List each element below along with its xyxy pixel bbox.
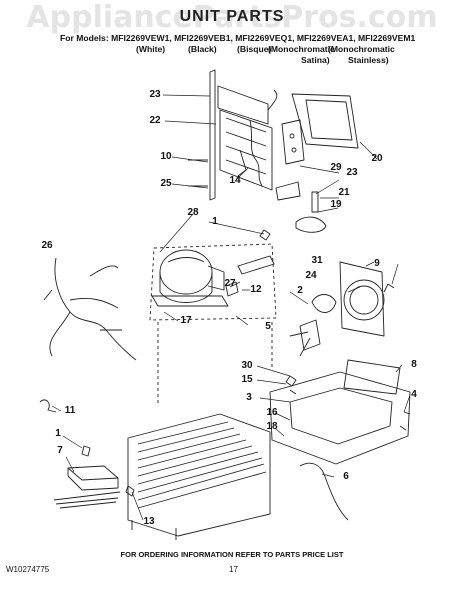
callout-28: 28 [187, 207, 199, 218]
callout-16: 16 [266, 407, 278, 418]
thermistor-wire [249, 119, 263, 187]
callout-2: 2 [297, 285, 303, 296]
callout-17: 17 [180, 315, 192, 326]
filter-dryer [225, 255, 275, 297]
callout-9: 9 [374, 258, 380, 269]
color-column-stainless: (Monochromatic [328, 44, 395, 54]
color-column-black: (Black) [188, 44, 217, 54]
callout-29: 29 [330, 162, 342, 173]
drain-fitting [311, 191, 319, 213]
ordering-note: FOR ORDERING INFORMATION REFER TO PARTS … [120, 550, 344, 559]
callout-20: 20 [371, 153, 383, 164]
callout-26: 26 [41, 240, 53, 251]
condenser-coil [127, 413, 271, 540]
callout-15: 15 [241, 374, 253, 385]
side-duct-and-bracket [275, 93, 359, 201]
condenser-fan-assembly [289, 261, 385, 357]
callout-3: 3 [246, 392, 252, 403]
callout-14: 14 [229, 175, 241, 186]
color-column-white: (White) [136, 44, 166, 54]
page-title: UNIT PARTS [179, 8, 285, 25]
callout-24: 24 [305, 270, 317, 281]
callout-18: 18 [266, 421, 278, 432]
callout-31: 31 [311, 255, 323, 266]
document-number: W10274775 [6, 565, 50, 574]
callout-21: 21 [338, 187, 350, 198]
page-number: 17 [229, 565, 238, 574]
compressor [151, 249, 229, 307]
machine-compartment-base [269, 359, 411, 465]
callout-1-upper: 1 [212, 216, 218, 227]
callout-1-lower: 1 [55, 428, 61, 439]
watermark-text: AppliancePartsPros.com [26, 0, 438, 35]
callout-5: 5 [265, 321, 271, 332]
models-line: For Models: MFI2269VEW1, MFI2269VEB1, MF… [60, 33, 416, 43]
drain-tube [299, 462, 349, 521]
callout-30: 30 [241, 360, 253, 371]
callout-4: 4 [411, 389, 417, 400]
callout-19: 19 [330, 199, 342, 210]
color-column-satina-line2: Satina) [301, 55, 330, 65]
callout-11: 11 [64, 405, 76, 416]
callout-8: 8 [411, 359, 417, 370]
wire-harness [43, 257, 137, 361]
color-column-satina: (Monochromatic [268, 44, 335, 54]
evaporator-duct-assembly [209, 69, 278, 201]
compressor-bay-outline [149, 243, 277, 321]
callout-6: 6 [343, 471, 349, 482]
screws [81, 229, 395, 497]
leader-lines [51, 94, 411, 521]
color-column-stainless-line2: Stainless) [348, 55, 389, 65]
relay-board [53, 465, 121, 509]
callout-7: 7 [57, 445, 63, 456]
callout-27: 27 [224, 278, 236, 289]
callout-22: 22 [149, 115, 161, 126]
callout-13: 13 [143, 516, 155, 527]
color-column-bisque: (Bisque) [237, 44, 272, 54]
callout-23-top: 23 [149, 89, 161, 100]
callout-23-right: 23 [346, 167, 358, 178]
callout-12: 12 [250, 284, 262, 295]
callout-25: 25 [160, 178, 172, 189]
callout-10: 10 [160, 151, 172, 162]
